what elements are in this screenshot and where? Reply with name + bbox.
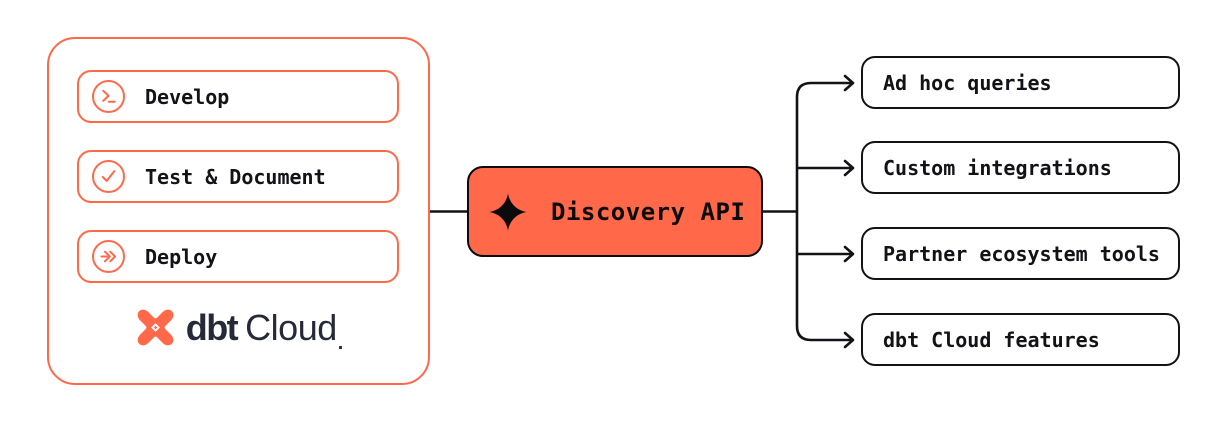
arrowhead-2 <box>843 159 855 177</box>
output-ad-hoc-queries: Ad hoc queries <box>861 56 1180 109</box>
arrowhead-4 <box>843 331 855 349</box>
stage-deploy: Deploy <box>77 230 399 283</box>
discovery-api-label: Discovery API <box>551 197 746 226</box>
dbt-logo-mark <box>137 309 174 346</box>
output-partner-ecosystem-tools: Partner ecosystem tools <box>861 227 1180 280</box>
fast-forward-icon <box>92 240 125 273</box>
dbt-cloud-panel: Develop Test & Document Deploy <box>47 37 430 385</box>
stage-label-deploy: Deploy <box>145 244 218 269</box>
check-icon <box>92 160 125 193</box>
arrowhead-1 <box>843 74 855 92</box>
spine-bottom <box>795 211 851 342</box>
stage-label-develop: Develop <box>145 84 230 109</box>
output-dbt-cloud-features: dbt Cloud features <box>861 313 1180 366</box>
stage-label-test-document: Test & Document <box>145 164 326 189</box>
logo-text-cloud: Cloud <box>245 306 337 348</box>
logo-text-dbt: dbt <box>185 306 239 348</box>
stage-test-document: Test & Document <box>77 150 399 203</box>
trademark-dot: . <box>337 332 344 354</box>
dbt-cloud-logo: dbt Cloud . <box>49 306 428 354</box>
spine-top <box>795 81 851 212</box>
arrowhead-3 <box>843 245 855 263</box>
discovery-api-node: Discovery API <box>467 166 763 257</box>
terminal-icon <box>92 80 125 113</box>
stage-develop: Develop <box>77 70 399 123</box>
output-custom-integrations: Custom integrations <box>861 141 1180 194</box>
sparkle-icon <box>489 193 527 230</box>
